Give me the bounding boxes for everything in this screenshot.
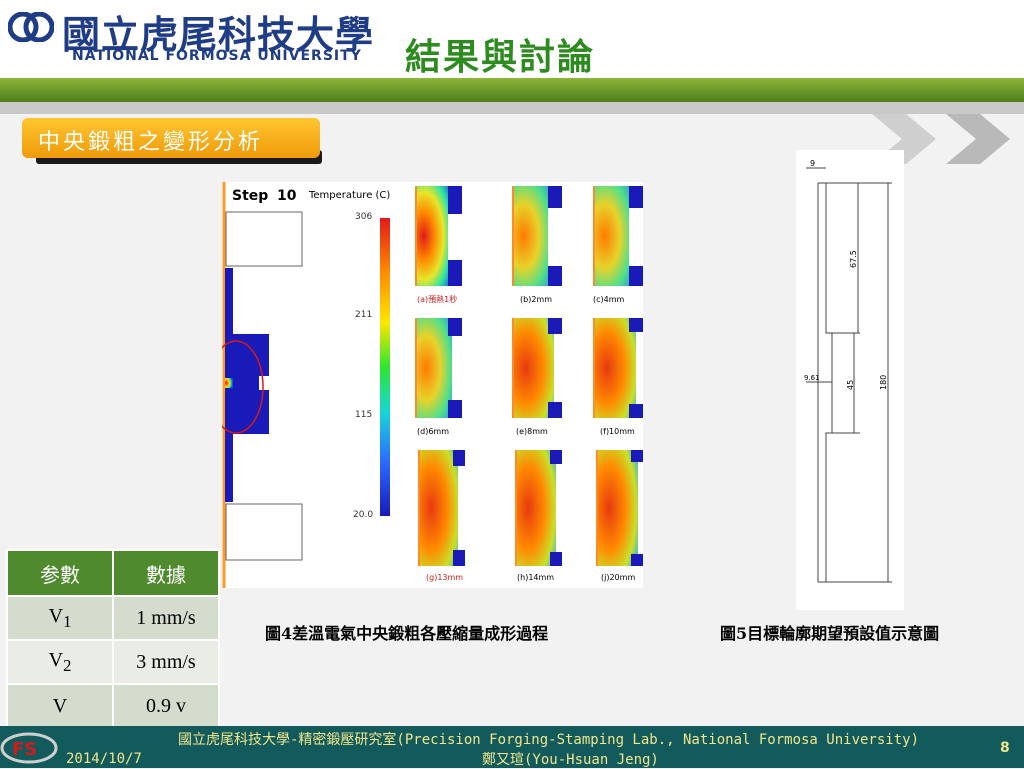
- param-value: 0.9 v: [112, 683, 220, 729]
- param-name: V2: [6, 639, 114, 685]
- table-header: 數據: [112, 549, 220, 597]
- panel-h: [515, 450, 562, 566]
- table-header: 参數: [6, 549, 114, 597]
- param-value: 1 mm/s: [112, 595, 220, 641]
- footer-bar: [0, 726, 1024, 768]
- university-logo-icon: [8, 12, 54, 42]
- slide-title: 結果與討論: [405, 36, 596, 78]
- param-name: V: [6, 683, 114, 729]
- panel-label: (e)8mm: [516, 427, 548, 436]
- dimension-label: 67.5: [849, 250, 858, 268]
- legend-title: Temperature (C): [308, 190, 390, 201]
- panel-d: [415, 318, 462, 418]
- param-value: 3 mm/s: [112, 639, 220, 685]
- panel-g: [418, 450, 465, 566]
- section-tag: [22, 118, 320, 158]
- dimension-label: 9: [810, 159, 815, 168]
- legend-tick: 20.0: [353, 510, 373, 520]
- panel-label: (a)預熱1秒: [417, 294, 457, 304]
- panel-label: (b)2mm: [520, 295, 552, 304]
- figure-5-caption: 圖5目標輪廓期望預設值示意圖: [720, 624, 940, 643]
- color-legend-bar: [380, 218, 390, 516]
- table-header-row: 参數 數據: [6, 549, 220, 597]
- parameter-table: 参數 數據 V1 1 mm/s V2 3 mm/s V 0.9 v: [6, 549, 220, 729]
- panel-label: (h)14mm: [517, 573, 554, 582]
- panel-c: [593, 186, 643, 286]
- header-bar: [0, 0, 1024, 78]
- figure-4-simulation: Step 10 Temperature (C) 306 211 115 20.0…: [222, 182, 643, 588]
- footer-date: 2014/10/7: [66, 751, 142, 767]
- panel-b: [512, 186, 562, 286]
- legend-tick: 306: [355, 212, 372, 222]
- panel-label: (f)10mm: [600, 427, 635, 436]
- panel-label: (j)20mm: [601, 573, 635, 582]
- panel-label: (d)6mm: [417, 427, 449, 436]
- panel-e: [512, 318, 562, 418]
- footer-author: 鄭又瑄(You-Hsuan Jeng): [482, 752, 659, 768]
- panel-label: (c)4mm: [593, 295, 625, 304]
- header-band: [0, 78, 1024, 102]
- step-label: Step: [232, 188, 268, 204]
- panel-j: [596, 450, 643, 566]
- legend-tick: 211: [355, 310, 372, 320]
- table-row: V2 3 mm/s: [6, 639, 220, 685]
- chevron-right-icon: [946, 114, 1010, 164]
- table-row: V 0.9 v: [6, 683, 220, 729]
- step-value: 10: [277, 188, 297, 204]
- figure-4-caption: 圖4差溫電氣中央鍛粗各壓縮量成形過程: [265, 624, 549, 643]
- footer-lab-name: 國立虎尾科技大學-精密鍛壓研究室(Precision Forging-Stamp…: [178, 732, 920, 748]
- university-name-en: NATIONAL FORMOSA UNIVERSITY: [72, 48, 362, 64]
- legend-tick: 115: [355, 410, 372, 420]
- header-band-gray: [0, 102, 1024, 114]
- param-name: V1: [6, 595, 114, 641]
- figure-5-profile: 9 67.5 9.61 45 180: [796, 150, 904, 610]
- svg-text:FS: FS: [12, 739, 37, 760]
- dimension-label: 9.61: [804, 374, 820, 382]
- dimension-label: 45: [846, 380, 855, 390]
- panel-label: (g)13mm: [426, 573, 463, 582]
- dimension-label: 180: [879, 375, 888, 390]
- section-label: 中央鍛粗之變形分析: [38, 130, 264, 155]
- table-row: V1 1 mm/s: [6, 595, 220, 641]
- page-number: 8: [1000, 740, 1010, 756]
- fs-lab-logo-icon: FS: [0, 732, 58, 764]
- panel-a: [415, 186, 462, 286]
- university-name-cn: 國立虎尾科技大學: [62, 12, 375, 57]
- panel-f: [593, 318, 643, 418]
